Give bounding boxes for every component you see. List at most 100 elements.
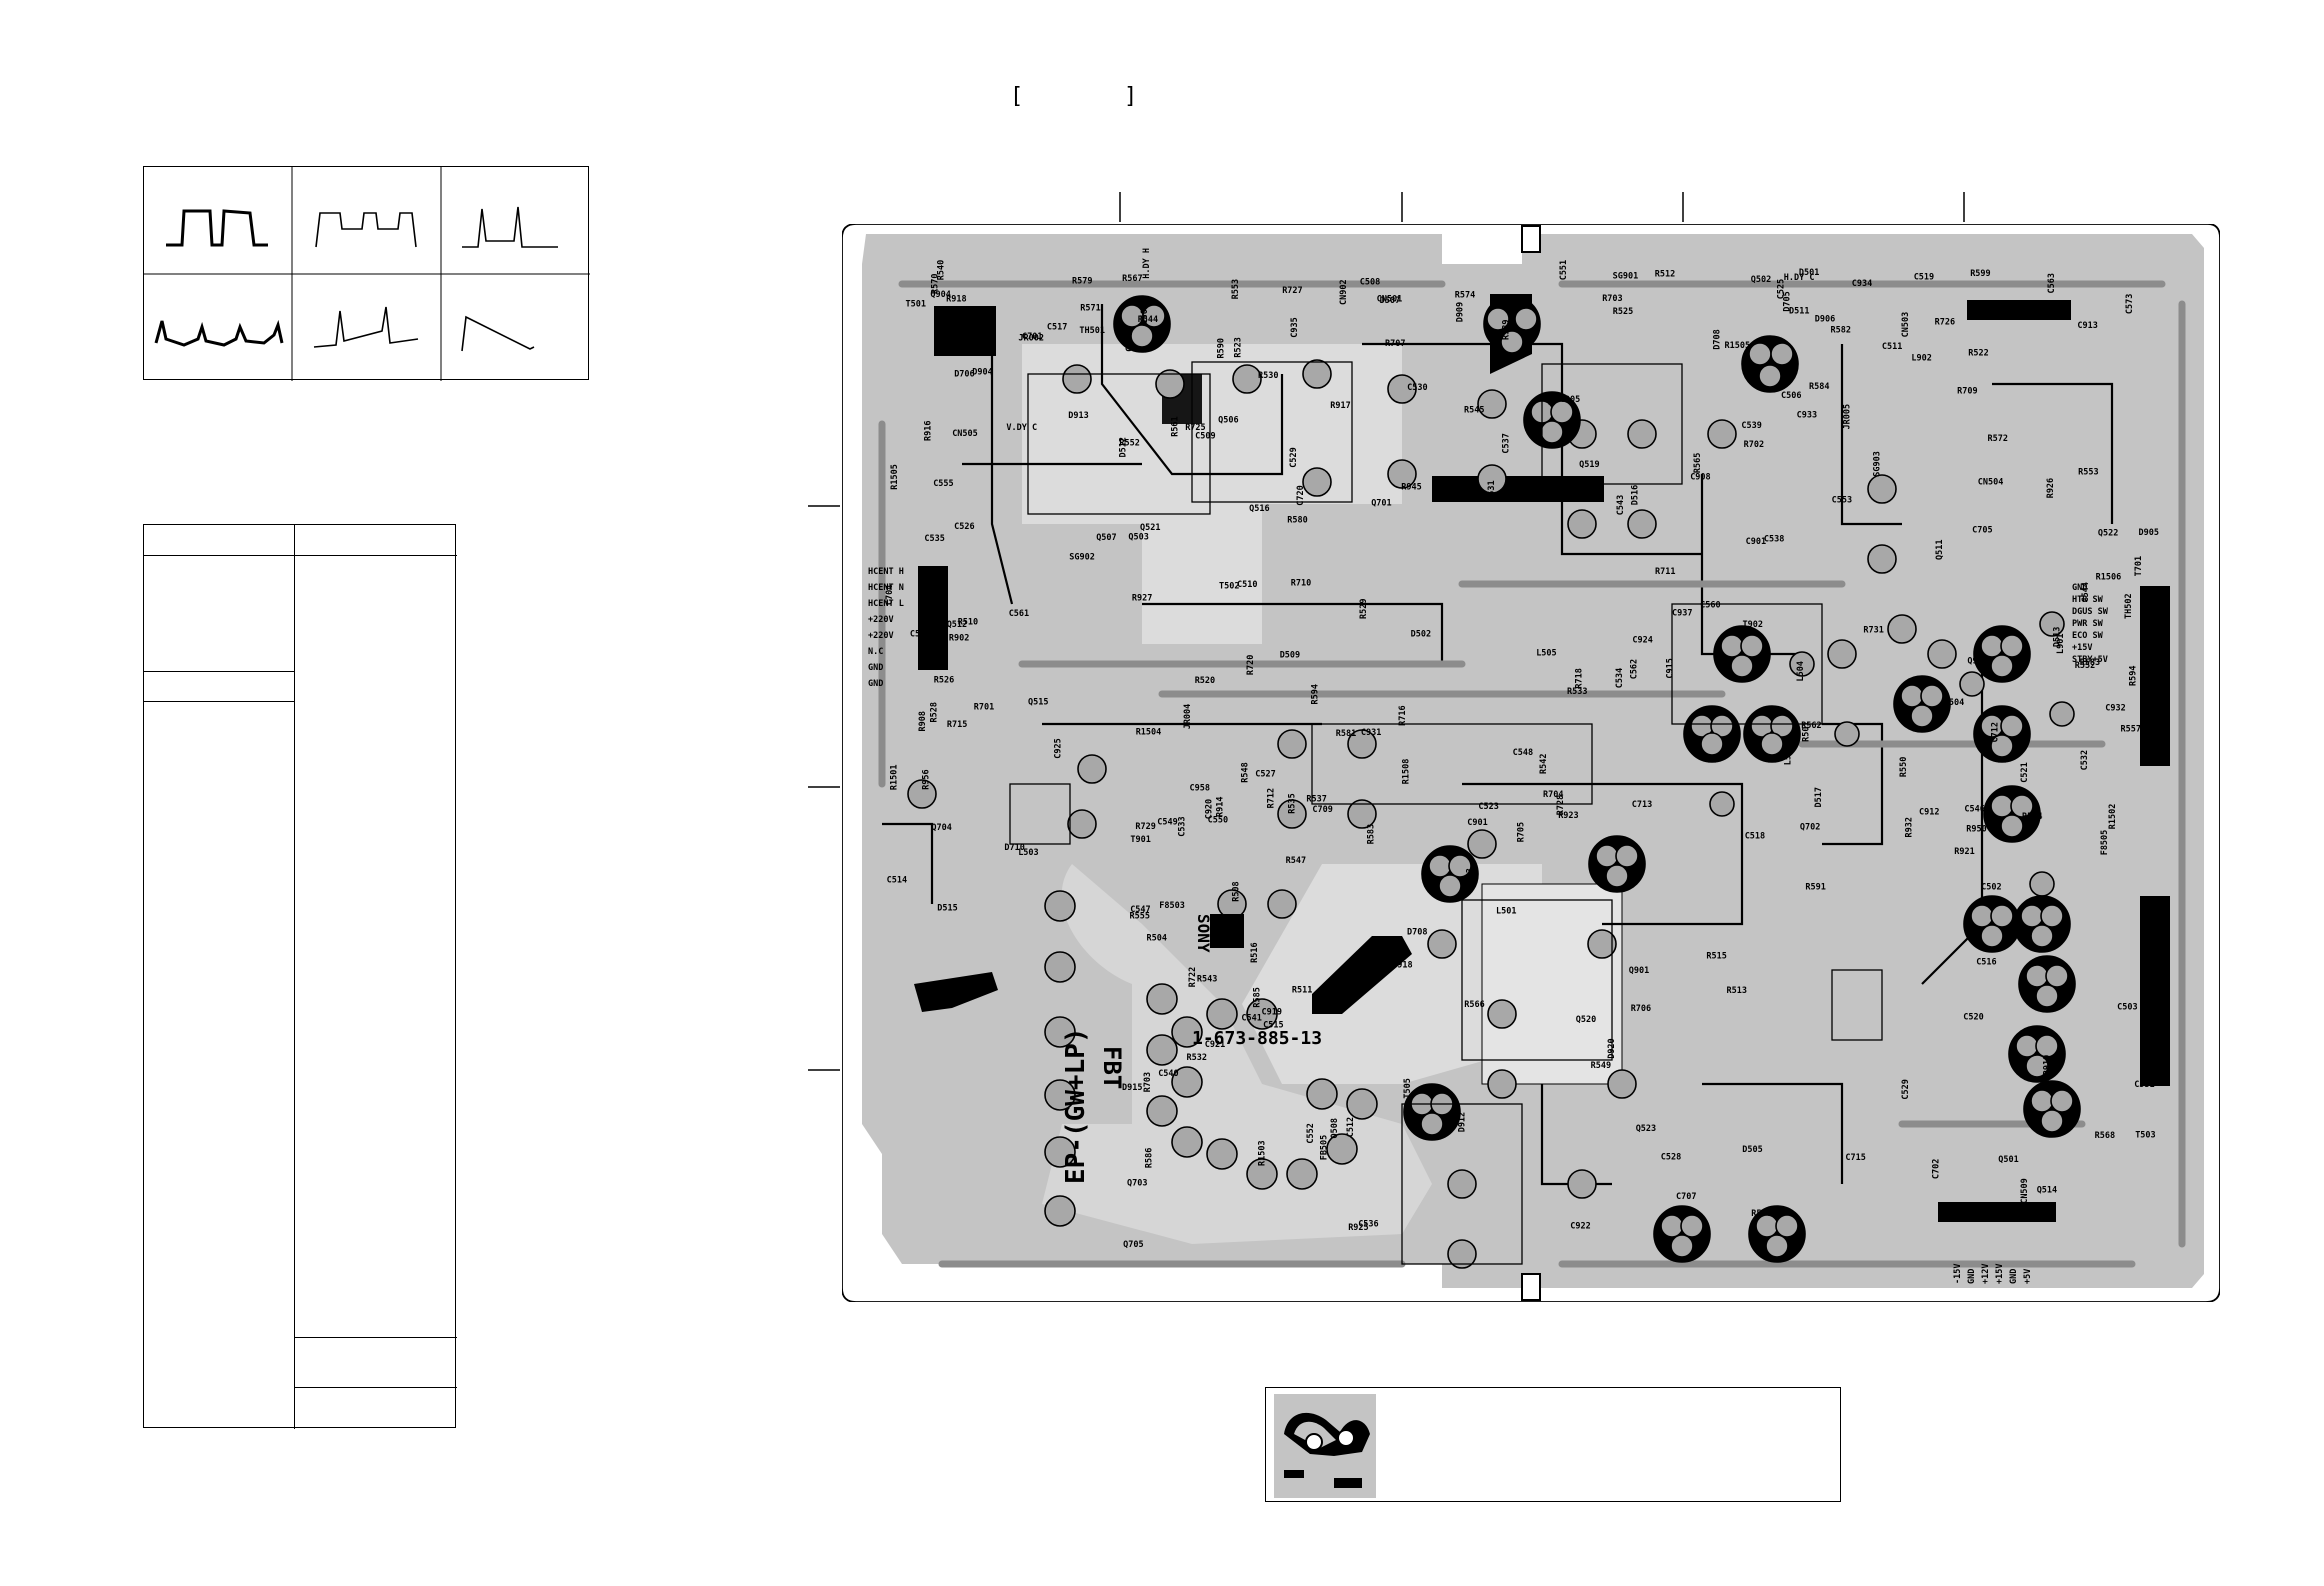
component-ref: C913 (2077, 321, 2097, 331)
pin-label: +220V (868, 615, 894, 625)
component-ref: R918 (946, 295, 966, 305)
component-ref: R703 (1602, 294, 1622, 304)
pin-label: -15V (1953, 1264, 1963, 1284)
component-ref: D507 (1380, 296, 1400, 306)
component-ref: R702 (1744, 440, 1764, 450)
component-ref: C538 (1764, 535, 1784, 545)
component-ref: R564 (2022, 812, 2042, 822)
t901-outline (1461, 899, 1613, 1061)
component-ref: R515 (1706, 952, 1726, 962)
pin-label: HCENT H (868, 567, 904, 577)
component-ref: R704 (1543, 790, 1563, 800)
component-ref: C937 (1672, 608, 1692, 618)
component-ref: R591 (1805, 883, 1825, 893)
component-ref: Q503 (1128, 533, 1148, 543)
component-ref: T902 (1743, 620, 1763, 630)
component-ref: R729 (1135, 822, 1155, 832)
component-ref: C933 (1797, 411, 1817, 421)
component-ref: R917 (1330, 401, 1350, 411)
component-ref: D904 (972, 368, 992, 378)
component-ref: C530 (1407, 383, 1427, 393)
component-ref: R520 (1195, 676, 1215, 686)
ic-q502-pad (934, 306, 996, 356)
waveform-6 (461, 315, 535, 352)
component-ref: R522 (1968, 349, 1988, 359)
component-ref: R902 (949, 633, 969, 643)
component-ref: C934 (1852, 279, 1872, 289)
pin-label: GND (868, 679, 883, 689)
component-ref: D515 (937, 904, 957, 914)
component-ref: C915 (1666, 658, 1676, 678)
pin-label: DGUS SW (2072, 607, 2109, 617)
component-ref: FB505 (1320, 1135, 1330, 1161)
component-ref: R583 (2080, 658, 2100, 668)
component-ref: R1508 (1401, 759, 1411, 785)
component-ref: R579 (1072, 276, 1092, 286)
component-ref: R539 (1502, 320, 1512, 340)
component-ref: SG903 (1873, 451, 1883, 477)
component-ref: R580 (1287, 516, 1307, 526)
reference-bracket-left: [ (1010, 84, 1024, 109)
component-ref: C516 (1976, 958, 1996, 968)
component-ref: C704 (885, 585, 895, 605)
component-ref: C901 (1467, 818, 1487, 828)
component-ref: R568 (2095, 1131, 2115, 1141)
component-ref: C563 (2047, 273, 2057, 293)
table-divider (294, 525, 295, 1429)
waveform-table (143, 166, 590, 381)
component-ref: SG902 (1069, 553, 1095, 563)
component-ref: Q507 (1096, 533, 1116, 543)
component-ref: C555 (933, 479, 953, 489)
table-row-line (294, 1387, 457, 1388)
component-ref: H.DY C (1784, 273, 1815, 283)
component-ref: C544 (2081, 582, 2091, 602)
component-ref: R945 (1401, 483, 1421, 493)
pin-label: ECO SW (2072, 631, 2104, 641)
component-ref: L504 (1796, 661, 1806, 681)
component-ref: C517 (1047, 323, 1067, 333)
component-ref: C529 (1289, 447, 1299, 467)
component-ref: C561 (1009, 609, 1029, 619)
component-ref: C518 (1745, 832, 1765, 842)
component-ref: R599 (1970, 269, 1990, 279)
component-ref: C919 (1262, 1007, 1282, 1017)
waveform-5 (313, 306, 419, 348)
component-ref: R511 (1292, 986, 1312, 996)
component-ref: C707 (1676, 1192, 1696, 1202)
component-ref: D516 (1631, 485, 1641, 505)
cn505-connector (2140, 586, 2170, 766)
pin-label: +15V (1995, 1264, 2005, 1284)
component-ref: R528 (930, 702, 940, 722)
cn504-connector (2140, 896, 2170, 1086)
component-ref: R553 (2078, 467, 2098, 477)
component-ref: R501 (1801, 721, 1811, 741)
component-ref: C552 (1306, 1123, 1316, 1143)
component-ref: C531 (2134, 1080, 2154, 1090)
component-ref: C533 (1178, 816, 1188, 836)
component-ref: C504 (952, 337, 972, 347)
component-ref: C553 (1832, 496, 1852, 506)
component-ref: D918 (1392, 961, 1412, 971)
component-ref: C905 (1560, 395, 1580, 405)
component-ref: D513 (2053, 627, 2063, 647)
component-ref: D512 (1118, 437, 1128, 457)
component-ref: R914 (1216, 797, 1226, 817)
table-row-line (294, 1337, 457, 1338)
component-ref: C562 (1630, 659, 1640, 679)
component-ref: JR004 (1183, 704, 1193, 730)
component-ref: C925 (1054, 738, 1064, 758)
legend-box (1265, 1387, 1841, 1502)
component-ref: C551 (1559, 260, 1569, 280)
component-ref: R950 (1966, 825, 1986, 835)
pin-label: +12V (1981, 1264, 1991, 1284)
component-ref: C543 (1616, 495, 1626, 515)
component-ref: R728 (1556, 795, 1566, 815)
pin-label: HCENT L (868, 599, 904, 609)
component-ref: R1501 (889, 765, 899, 791)
component-ref: R925 (1348, 1223, 1368, 1233)
component-ref: C932 (2105, 703, 2125, 713)
component-ref: R712 (1266, 788, 1276, 808)
component-ref: D708 (1713, 329, 1723, 349)
component-ref: R513 (1727, 986, 1747, 996)
